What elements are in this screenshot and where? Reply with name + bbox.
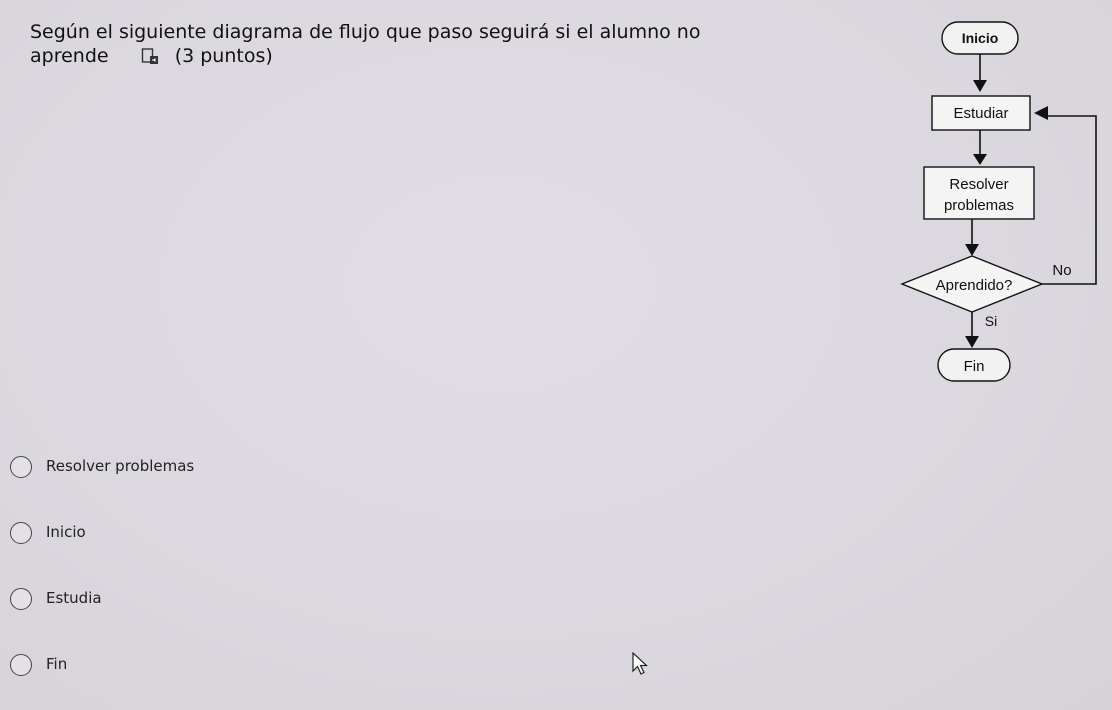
end-node: [937, 348, 1011, 382]
radio-button[interactable]: [10, 522, 32, 544]
radio-button[interactable]: [10, 654, 32, 676]
end-label: Fin: [964, 358, 985, 375]
start-label: Inicio: [962, 30, 999, 46]
radio-button[interactable]: [10, 588, 32, 610]
arrowhead: [965, 336, 979, 348]
no-label: No: [1052, 262, 1071, 279]
solve-node: [923, 166, 1035, 220]
decision-label: Aprendido?: [936, 277, 1013, 294]
flowchart-diagram: Inicio Estudiar Resolver problemas Apren…: [890, 18, 1112, 388]
option-fin[interactable]: Fin: [10, 646, 410, 686]
question-word: aprende: [30, 45, 109, 67]
yes-label: Si: [985, 313, 997, 329]
option-label: Fin: [46, 655, 68, 673]
arrowhead: [973, 80, 987, 92]
option-estudia[interactable]: Estudia: [10, 580, 410, 620]
option-label: Resolver problemas: [46, 457, 195, 475]
question-points: (3 puntos): [174, 45, 273, 67]
solve-label-1: Resolver: [949, 176, 1008, 193]
arrowhead: [973, 154, 987, 165]
arrowhead: [965, 244, 979, 256]
option-label: Inicio: [46, 523, 86, 541]
solve-label-2: problemas: [944, 197, 1014, 214]
radio-button[interactable]: [10, 456, 32, 478]
option-resolver-problemas[interactable]: Resolver problemas: [10, 448, 410, 488]
question-line-2: aprende (3 puntos): [30, 44, 790, 68]
study-node: [931, 95, 1031, 131]
option-inicio[interactable]: Inicio: [10, 514, 410, 554]
mouse-cursor-icon: [632, 651, 650, 676]
no-loop-line: [1042, 115, 1097, 285]
arrowhead: [1034, 106, 1048, 120]
study-label: Estudiar: [953, 105, 1008, 122]
option-label: Estudia: [46, 589, 102, 607]
question-line-1: Según el siguiente diagrama de flujo que…: [30, 21, 701, 43]
immersive-reader-icon[interactable]: [141, 47, 159, 65]
question-text: Según el siguiente diagrama de flujo que…: [30, 20, 790, 68]
